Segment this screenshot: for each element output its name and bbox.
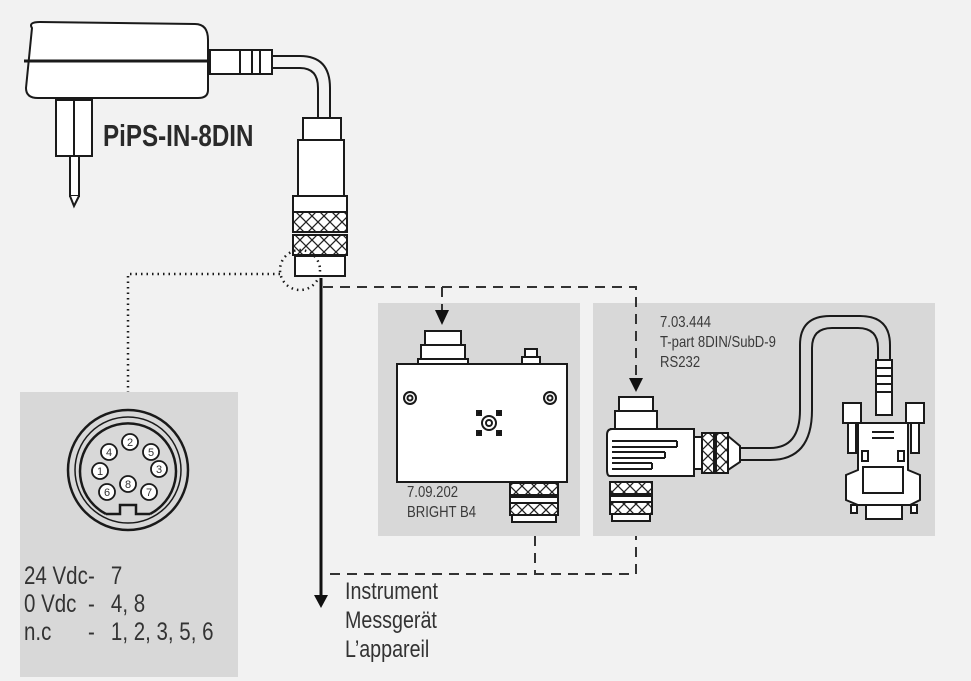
pin-5 xyxy=(142,443,160,461)
t-part-number: 7.03.444 xyxy=(660,314,712,331)
instrument-fr: L’appareil xyxy=(345,636,430,663)
pin-number: 4 xyxy=(106,447,112,459)
b4-part-number: 7.09.202 xyxy=(407,484,459,501)
pin-label: 24 Vdc xyxy=(24,562,88,590)
pin-7 xyxy=(140,483,158,501)
b4-label: 7.09.202 BRIGHT B4 xyxy=(407,483,476,523)
dashed-connections xyxy=(323,286,637,575)
pin-8 xyxy=(119,475,137,493)
b4-input-arrow xyxy=(435,310,449,325)
pin-value: 4, 8 xyxy=(110,590,146,618)
t-part-connector xyxy=(606,315,925,522)
t-part-input-arrow xyxy=(629,378,643,392)
pin-6 xyxy=(98,483,116,501)
instrument-en: Instrument xyxy=(345,578,438,605)
power-supply-adapter xyxy=(24,20,348,277)
bright-b4-device xyxy=(396,330,568,523)
pin-label: 0 Vdc xyxy=(24,590,77,618)
instrument-de: Messgerät xyxy=(345,607,437,634)
pin-label: n.c xyxy=(24,618,52,646)
pinout-row: 0 Vdc-4, 8 xyxy=(24,590,213,618)
pin-number: 3 xyxy=(156,464,162,476)
t-part-name: T-part 8DIN/SubD-9 xyxy=(660,334,776,351)
instrument-arrow xyxy=(314,278,328,608)
b4-name: BRIGHT B4 xyxy=(407,504,477,521)
t-part-interface: RS232 xyxy=(660,354,701,371)
din-connector-face xyxy=(66,408,190,532)
instrument-label: Instrument Messgerät L’appareil xyxy=(345,577,438,664)
pin-2 xyxy=(121,433,139,451)
pin-value: 7 xyxy=(110,562,123,590)
pinout-row: n.c -1, 2, 3, 5, 6 xyxy=(24,618,213,646)
pin-1 xyxy=(91,462,109,480)
pin-number: 2 xyxy=(127,437,133,449)
pin-number: 6 xyxy=(104,487,110,499)
pin-4 xyxy=(100,443,118,461)
pin-3 xyxy=(150,460,168,478)
pin-dash: - xyxy=(87,562,95,590)
pinout-table: 24 Vdc-7 0 Vdc-4, 8 n.c-1, 2, 3, 5, 6 xyxy=(24,562,213,646)
pin-dash: - xyxy=(87,618,95,646)
detail-callout xyxy=(126,248,322,392)
pin-number: 7 xyxy=(146,487,152,499)
t-part-label: 7.03.444 T-part 8DIN/SubD-9 RS232 xyxy=(660,313,776,373)
pin-number: 5 xyxy=(148,447,154,459)
din-pins: 1 2 3 4 5 6 7 8 xyxy=(91,433,168,501)
pin-value: 1, 2, 3, 5, 6 xyxy=(110,618,214,646)
pin-dash: - xyxy=(87,590,95,618)
product-title: PiPS-IN-8DIN xyxy=(103,118,254,153)
pin-number: 1 xyxy=(97,466,103,478)
pinout-row: 24 Vdc-7 xyxy=(24,562,213,590)
pin-number: 8 xyxy=(125,479,131,491)
